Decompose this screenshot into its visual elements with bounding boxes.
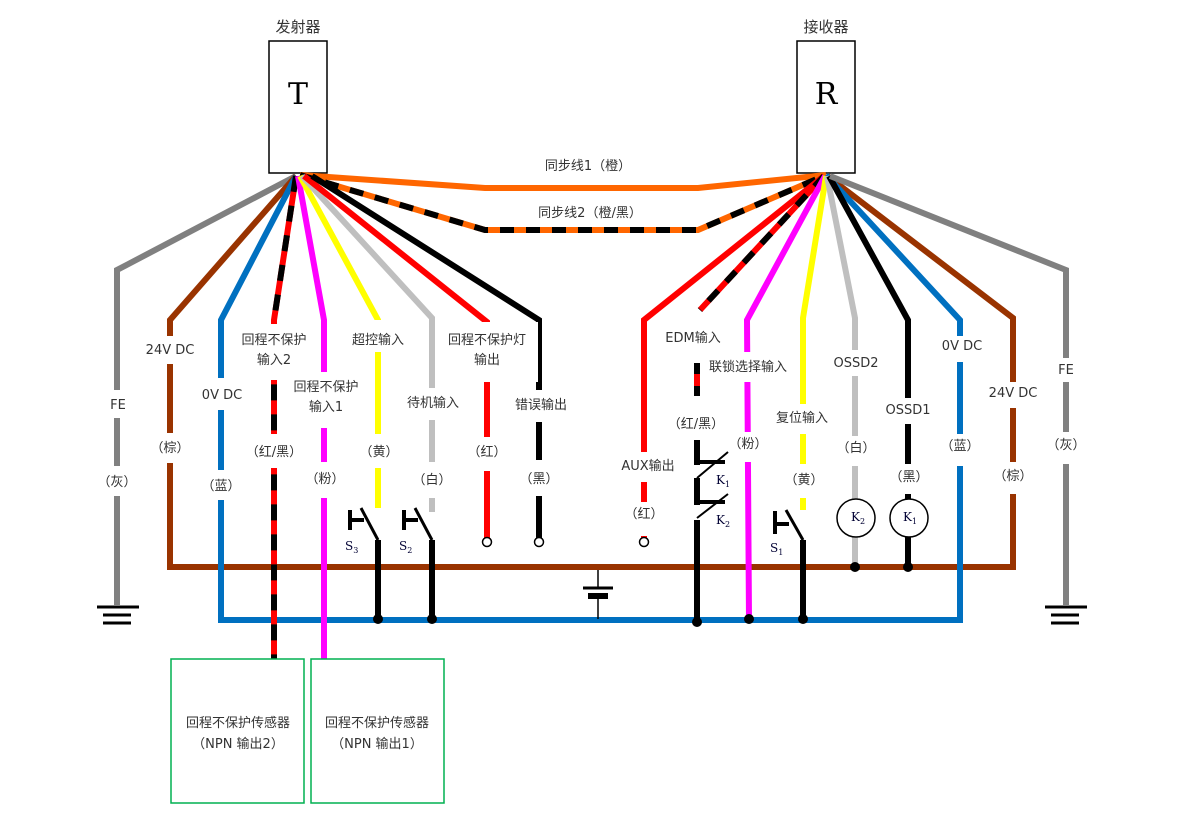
t-input2-label-1: 回程不保护 — [241, 333, 306, 348]
receiver-letter: R — [815, 77, 839, 112]
wire-t-input1 — [295, 175, 327, 660]
s3-label: S3 — [345, 539, 358, 555]
sync-line-1-label: 同步线1（橙） — [545, 159, 631, 174]
t-error-color: （黑） — [519, 472, 558, 487]
t-0v-label: 0V DC — [202, 388, 242, 403]
receiver-title: 接收器 — [803, 18, 848, 36]
wire-r-ossd2 — [824, 175, 858, 567]
r-ossd1-label: OSSD1 — [885, 403, 930, 418]
terminal-aux-output — [638, 536, 650, 548]
switch-s1 — [773, 509, 806, 620]
t-input2-color: （红/黑） — [246, 444, 302, 460]
t-input1-label-2: 输入1 — [309, 399, 343, 415]
wire-t-24v — [167, 172, 1016, 570]
transmitter-letter: T — [288, 77, 308, 112]
ground-icon-right — [1045, 605, 1087, 625]
switch-s3 — [348, 507, 381, 620]
t-0v-color: （蓝） — [201, 479, 240, 494]
r-interlock-color: （粉） — [728, 437, 767, 452]
battery-icon — [583, 570, 613, 619]
r-reset-label: 复位输入 — [776, 410, 828, 426]
wire-t-input2-stripes — [271, 175, 299, 660]
r-reset-color: （黄） — [784, 473, 823, 488]
t-lamp-label-1: 回程不保护灯 — [448, 333, 526, 348]
r-ossd2-color: （白） — [836, 440, 875, 456]
sensor-1-line2: （NPN 输出1） — [331, 736, 423, 752]
sensor-box-2 — [170, 658, 305, 804]
r-interlock-label: 联锁选择输入 — [709, 359, 787, 375]
k2-contact-label: K2 — [716, 513, 730, 529]
label-masks — [95, 320, 1088, 536]
r-0v-color: （蓝） — [940, 439, 979, 454]
t-override-color: （黄） — [359, 445, 398, 460]
t-fe-color: （灰） — [97, 475, 136, 490]
s1-label: S1 — [770, 541, 783, 557]
k1-contact-label: K1 — [716, 473, 730, 489]
r-24v-label: 24V DC — [989, 386, 1038, 401]
wire-t-standby — [299, 173, 435, 512]
s2-label: S2 — [399, 539, 412, 555]
r-0v-label: 0V DC — [942, 339, 982, 354]
sensor-1-line1: 回程不保护传感器 — [325, 715, 429, 731]
r-24v-color: （棕） — [993, 469, 1032, 484]
transmitter-box — [268, 40, 328, 174]
wire-r-interlock — [743, 174, 828, 621]
wire-t-0v — [218, 172, 963, 623]
sensor-box-1 — [310, 658, 445, 804]
t-lamp-color: （红） — [467, 444, 506, 460]
switch-s2 — [402, 507, 435, 620]
r-fe-color: （灰） — [1046, 438, 1085, 453]
t-fe-label: FE — [110, 398, 126, 413]
t-standby-label: 待机输入 — [407, 395, 459, 411]
junction-dots — [373, 562, 913, 627]
wire-r-fe — [828, 173, 1069, 605]
t-input1-label-1: 回程不保护 — [293, 380, 358, 395]
sensor-2-line2: （NPN 输出2） — [192, 736, 284, 752]
transmitter-title: 发射器 — [275, 18, 320, 36]
relay-k2-label: K2 — [851, 510, 865, 526]
relay-k1-label: K1 — [903, 510, 917, 526]
r-fe-label: FE — [1058, 363, 1074, 378]
relay-k2-coil — [836, 498, 876, 538]
sync-line-2-label: 同步线2（橙/黑） — [538, 206, 642, 221]
sync-line-2-stripes — [299, 172, 828, 233]
t-input1-color: （粉） — [305, 472, 344, 487]
terminal-error-output — [533, 536, 545, 548]
r-edm-color: （红/黑） — [668, 416, 724, 432]
t-24v-color: （棕） — [150, 441, 189, 456]
k-contacts — [694, 440, 729, 622]
sync-line-1 — [299, 172, 827, 191]
sensor-2-line1: 回程不保护传感器 — [186, 715, 290, 731]
wire-r-edm-stripes — [697, 173, 827, 313]
relay-k1-coil — [889, 498, 929, 538]
r-aux-label: AUX输出 — [621, 458, 674, 474]
t-error-label: 错误输出 — [515, 397, 567, 413]
t-standby-color: （白） — [412, 472, 451, 488]
t-override-label: 超控输入 — [352, 332, 404, 348]
r-edm-label: EDM输入 — [665, 330, 720, 346]
ground-icon-left — [97, 605, 139, 625]
t-24v-label: 24V DC — [146, 343, 195, 358]
terminal-lamp-output — [481, 536, 493, 548]
r-aux-color: （红） — [624, 506, 663, 522]
r-ossd1-color: （黑） — [889, 470, 928, 485]
t-lamp-label-2: 输出 — [474, 352, 500, 368]
r-ossd2-label: OSSD2 — [833, 356, 878, 371]
transmitter: 发射器 T — [268, 18, 328, 174]
wire-r-reset — [800, 175, 829, 510]
receiver-box — [796, 40, 856, 174]
receiver: 接收器 R — [796, 18, 856, 174]
t-input2-label-2: 输入2 — [257, 352, 291, 368]
